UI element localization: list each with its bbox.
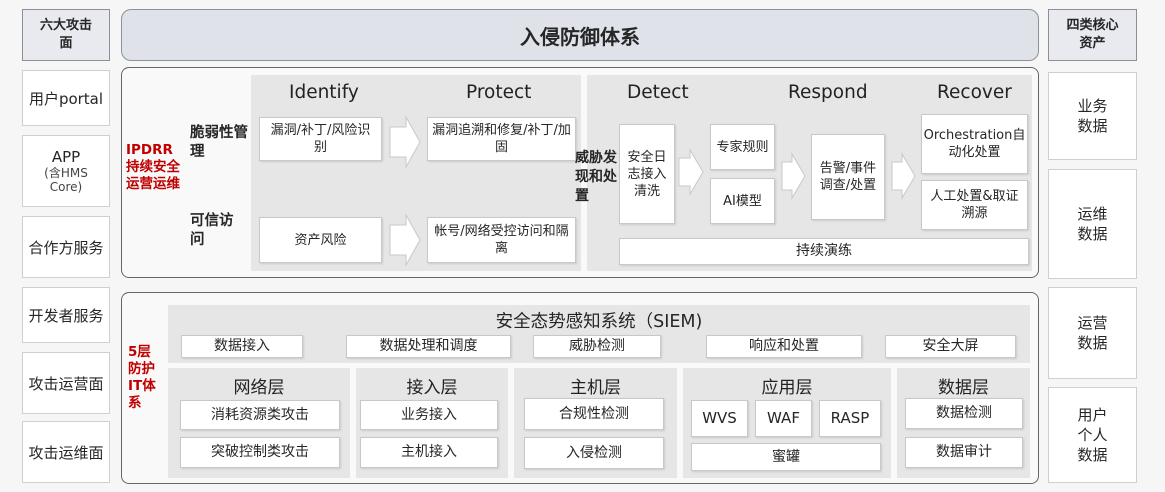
col-detect: Detect [627, 82, 689, 103]
left-item-partner-service: 合作方服务 [22, 216, 110, 278]
layer-data-title: 数据层 [938, 377, 989, 398]
siem-title: 安全态势感知系统（SIEM) [495, 311, 703, 332]
layer-app-waf: WAF [755, 400, 812, 437]
layer-access-item-2: 主机接入 [360, 437, 498, 468]
orchestration-box: Orchestration自动化处置 [921, 114, 1028, 174]
main-title: 入侵防御体系 [520, 24, 640, 49]
layer-network-title: 网络层 [233, 377, 285, 398]
expert-rules-box: 专家规则 [710, 124, 775, 170]
manual-forensics-box: 人工处置&取证溯源 [921, 180, 1028, 230]
col-respond: Respond [788, 82, 868, 103]
it-defense-label: 5层防护IT体系 [128, 344, 156, 411]
col-protect: Protect [466, 82, 532, 103]
row-label-trusted-access: 可信访问 [190, 213, 234, 248]
threat-detect-label: 威胁发现和处置 [575, 150, 617, 204]
siem-item-dashboard: 安全大屏 [885, 335, 1016, 358]
layer-app-rasp: RASP [819, 400, 881, 437]
layer-host-item-1: 合规性检测 [524, 398, 664, 430]
asset-risk-box: 资产风险 [259, 217, 382, 263]
layer-app-honeypot: 蜜罐 [691, 443, 881, 471]
row-label-vuln-mgmt: 脆弱性管理 [190, 125, 248, 160]
left-item-user-portal: 用户portal [22, 70, 110, 126]
right-item-business-data: 业务数据 [1048, 72, 1137, 160]
arrow-right-icon [678, 148, 704, 196]
left-item-app: APP (含HMS Core) [22, 135, 110, 207]
siem-item-response: 响应和处置 [706, 335, 862, 358]
col-recover: Recover [937, 82, 1012, 103]
siem-item-data-ingest: 数据接入 [181, 335, 303, 358]
vuln-identify-box: 漏洞/补丁/风险识别 [259, 117, 382, 161]
arrow-right-icon [781, 152, 806, 200]
left-item-attack-maint: 攻击运维面 [22, 421, 110, 483]
arrow-right-icon [389, 115, 421, 169]
main-title-bar: 入侵防御体系 [121, 9, 1039, 61]
alert-event-box: 告警/事件调查/处置 [811, 134, 885, 220]
ai-model-box: AI模型 [710, 178, 775, 224]
ipdrr-label: IPDRR持续安全运营运维 [126, 142, 180, 192]
layer-network-item-2: 突破控制类攻击 [180, 437, 340, 468]
col-identify: Identify [289, 82, 359, 103]
layer-app-wvs: WVS [691, 400, 748, 437]
log-ingest-box: 安全日志接入清洗 [619, 124, 675, 224]
vuln-protect-box: 漏洞追溯和修复/补丁/加固 [427, 117, 576, 161]
siem-item-processing: 数据处理和调度 [346, 335, 511, 358]
layer-access-item-1: 业务接入 [360, 400, 498, 430]
arrow-right-icon [891, 152, 916, 200]
continuous-drill-box: 持续演练 [619, 238, 1029, 265]
left-item-developer-service: 开发者服务 [22, 287, 110, 343]
right-item-operation-data: 运营数据 [1048, 287, 1137, 379]
layer-host-item-2: 入侵检测 [524, 437, 664, 469]
left-header: 六大攻击面 [22, 9, 110, 61]
layer-access-title: 接入层 [406, 377, 458, 398]
layer-data-item-1: 数据检测 [905, 398, 1023, 429]
layer-data-item-2: 数据审计 [905, 437, 1023, 468]
layer-host-title: 主机层 [570, 377, 621, 398]
siem-item-threat-detect: 威胁检测 [533, 335, 661, 358]
right-header: 四类核心资产 [1048, 9, 1137, 61]
account-network-box: 帐号/网络受控访问和隔离 [427, 217, 576, 263]
arrow-right-icon [389, 213, 421, 267]
right-item-ops-data: 运维数据 [1048, 169, 1137, 279]
layer-network-item-1: 消耗资源类攻击 [180, 400, 340, 430]
layer-app-title: 应用层 [761, 377, 813, 398]
left-item-attack-ops: 攻击运营面 [22, 352, 110, 414]
right-item-user-data: 用户个人数据 [1048, 387, 1137, 483]
